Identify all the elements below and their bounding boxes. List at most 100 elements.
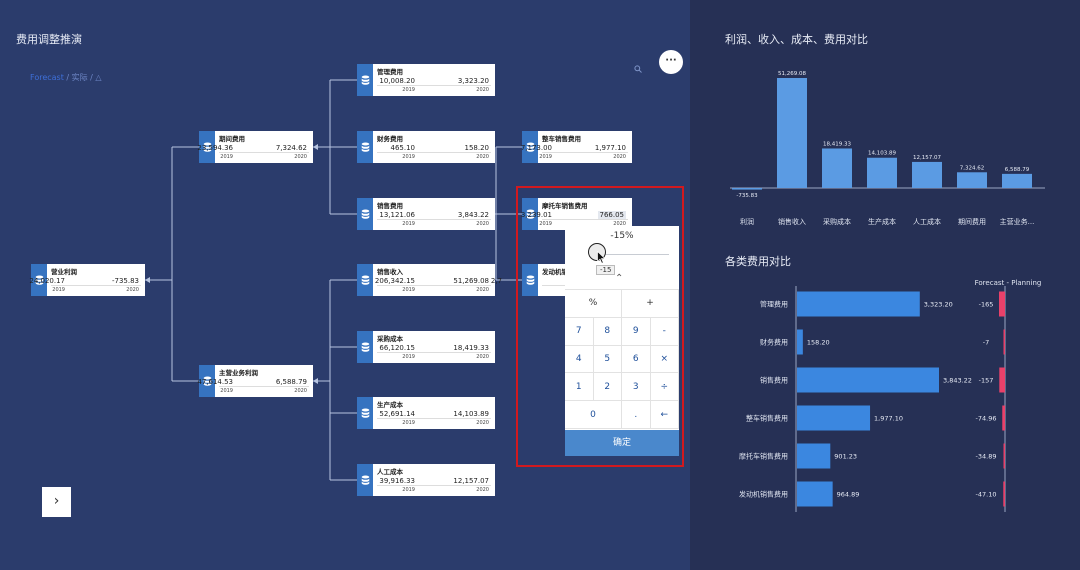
variance-bar-1[interactable] [1003, 329, 1006, 355]
node-name: 生产成本 [377, 401, 403, 409]
bar-5[interactable] [957, 172, 987, 188]
node-year-2020: 2020 [294, 154, 307, 160]
database-icon [522, 131, 538, 163]
key-0[interactable]: 0 [565, 401, 622, 429]
node-name: 销售收入 [377, 268, 403, 276]
database-icon [357, 397, 373, 429]
confirm-button[interactable]: 确定 [565, 430, 679, 456]
node-year-2020: 2020 [294, 388, 307, 394]
node-value-2020[interactable]: 6,588.79 [275, 378, 307, 386]
next-page-button[interactable]: › [42, 487, 71, 517]
key-multiply[interactable]: × [650, 345, 679, 374]
node-value-2020[interactable]: 14,103.89 [453, 410, 489, 418]
node-name: 人工成本 [377, 468, 403, 476]
node-year-2019: 2019 [402, 354, 415, 360]
hbar-4[interactable] [797, 443, 831, 469]
chart1-title: 利润、收入、成本、费用对比 [725, 33, 868, 46]
hbar-2[interactable] [797, 367, 939, 393]
bar-4[interactable] [912, 161, 942, 188]
variance-value-label: -34.89 [976, 453, 997, 461]
chevron-up-icon[interactable]: ⌃ [615, 273, 624, 284]
database-icon [357, 131, 373, 163]
node-name: 采购成本 [377, 335, 403, 343]
search-icon[interactable] [634, 58, 642, 77]
key-divide[interactable]: ÷ [650, 373, 679, 402]
key-plus[interactable]: + [622, 290, 679, 318]
key-4[interactable]: 4 [565, 345, 594, 374]
more-options-button[interactable]: ··· [659, 50, 683, 74]
key-3[interactable]: 3 [622, 373, 651, 402]
key-decimal[interactable]: . [622, 401, 651, 429]
key-backspace[interactable]: ← [650, 401, 679, 429]
node-name: 期间费用 [219, 135, 245, 143]
hbar-0[interactable] [797, 291, 920, 317]
key-6[interactable]: 6 [622, 345, 651, 374]
node-name: 整车销售费用 [542, 135, 581, 143]
node-value-2020[interactable]: 3,843.22 [457, 211, 489, 219]
database-icon [199, 131, 215, 163]
adjust-slider-track[interactable] [589, 254, 669, 255]
key-5[interactable]: 5 [593, 345, 622, 374]
key-1[interactable]: 1 [565, 373, 594, 402]
bar-3[interactable] [867, 157, 897, 188]
bar-value-label: 12,157.07 [913, 155, 941, 161]
node-divider [377, 418, 491, 419]
node-value-2020[interactable]: 3,323.20 [457, 77, 489, 85]
bar-0[interactable] [732, 188, 762, 190]
hbar-category-label: 整车销售费用 [746, 414, 788, 423]
bar-value-label: -735.83 [736, 193, 758, 199]
bar-6[interactable] [1002, 173, 1032, 188]
node-year-2020: 2020 [476, 487, 489, 493]
key-minus[interactable]: - [650, 317, 679, 346]
variance-bar-5[interactable] [1003, 481, 1005, 507]
node-value-2020[interactable]: 12,157.07 [453, 477, 489, 485]
node-year-2019: 2019 [402, 154, 415, 160]
variance-bar-3[interactable] [1002, 405, 1005, 431]
key-2[interactable]: 2 [593, 373, 622, 402]
node-value-2020[interactable]: -735.83 [111, 277, 139, 285]
variance-bar-0[interactable] [999, 291, 1005, 317]
variance-bar-2[interactable] [999, 367, 1005, 393]
key-percent[interactable]: % [565, 290, 622, 318]
variance-bar-4[interactable] [1003, 443, 1006, 469]
node-year-2020: 2020 [476, 154, 489, 160]
node-value-2020[interactable]: 7,324.62 [275, 144, 307, 152]
node-value-2020[interactable]: 766.05 [597, 211, 626, 219]
bar-2[interactable] [822, 148, 852, 188]
bar-1[interactable] [777, 78, 807, 188]
node-value-2019: 24,020.17 [29, 277, 65, 285]
node-divider [542, 285, 578, 286]
node-value-2020[interactable]: 1,977.10 [594, 144, 626, 152]
database-icon [31, 264, 47, 296]
variance-value-label: -47.10 [976, 491, 997, 499]
key-7[interactable]: 7 [565, 317, 594, 346]
node-value-2020[interactable]: 18,419.33 [453, 344, 489, 352]
adjust-keypad: -15% -15 ⌃ % + 7 8 9 - 4 5 6 × 1 2 3 ÷ 0… [565, 226, 679, 456]
node-value-2020[interactable]: 51,269.08 [453, 277, 489, 285]
hbar-5[interactable] [797, 481, 833, 507]
key-9[interactable]: 9 [622, 317, 651, 346]
hbar-1[interactable] [797, 329, 803, 355]
node-divider [219, 152, 309, 153]
key-8[interactable]: 8 [593, 317, 622, 346]
node-value-2020[interactable]: 158.20 [464, 144, 490, 152]
category-label: 采购成本 [823, 217, 851, 226]
bar-value-label: 6,588.79 [1005, 167, 1030, 173]
hbar-3[interactable] [797, 405, 871, 431]
forecast-link[interactable]: Forecast [30, 73, 64, 82]
expense-hbar-chart: Forecast - Planning3,323.20管理费用-165158.2… [739, 279, 1041, 512]
tree-title: 费用调整推演 [16, 33, 82, 46]
category-label: 生产成本 [868, 217, 896, 226]
